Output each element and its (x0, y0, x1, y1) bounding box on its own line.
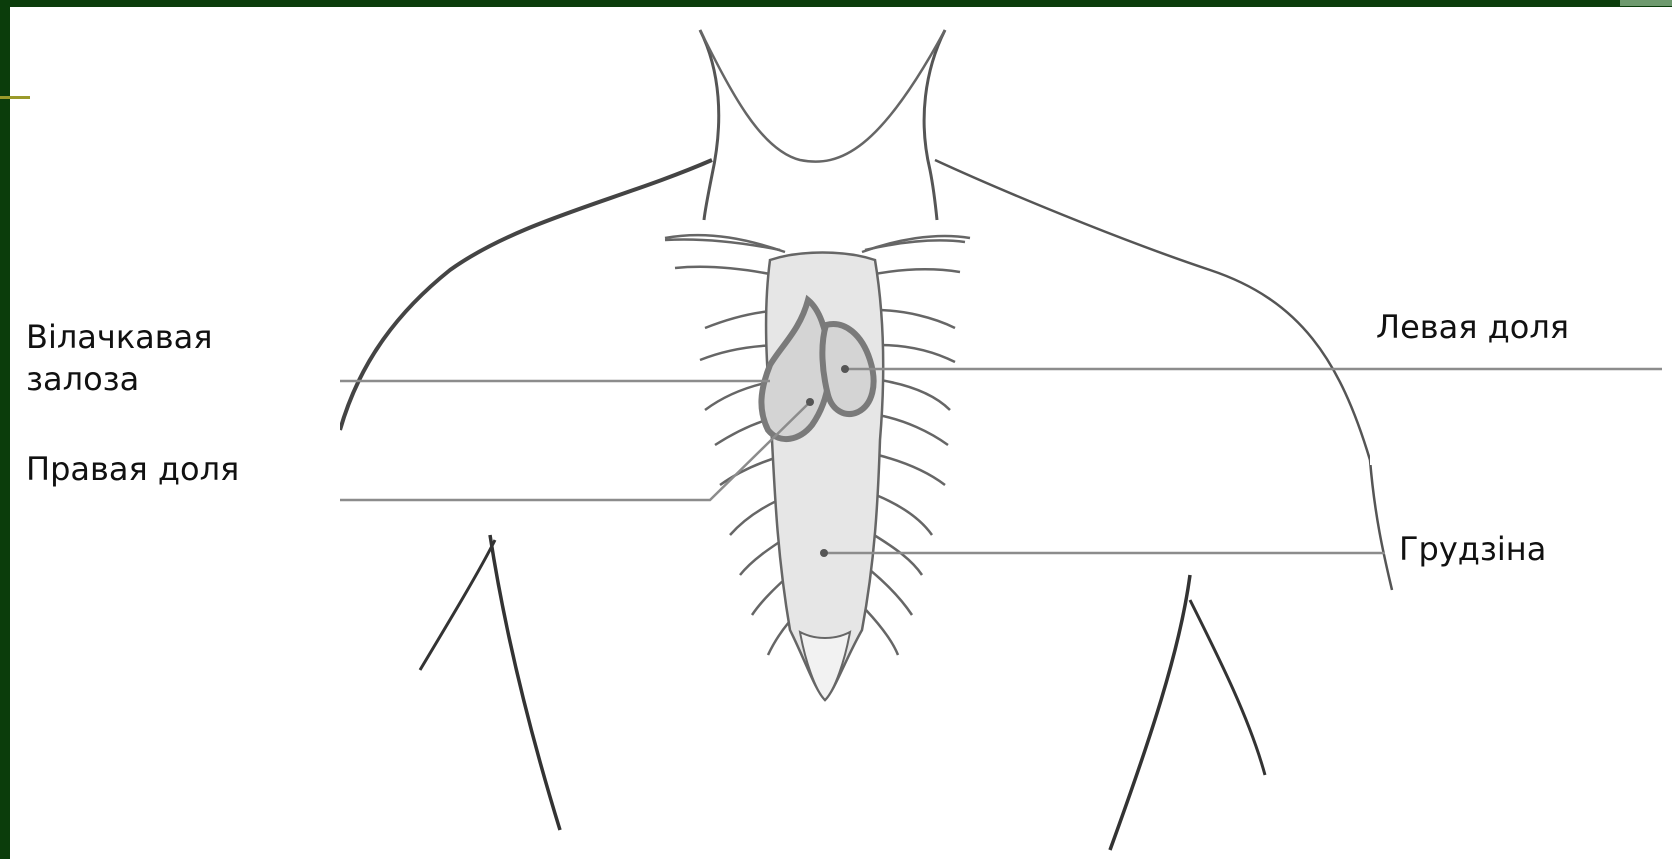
left-arm-line (490, 535, 560, 830)
right-clavicle (862, 236, 970, 252)
right-shoulder-outline (935, 160, 1392, 590)
neck-notch (700, 30, 945, 162)
pointer-dot-right-lobe (806, 398, 814, 406)
pointer-dot-sternum (820, 549, 828, 557)
left-pectoral-line (420, 540, 495, 670)
sternum-body (766, 253, 883, 701)
label-right-lobe: Правая доля (26, 448, 239, 490)
right-arm-line (1110, 575, 1190, 850)
left-clavicle (665, 235, 785, 252)
pointer-dot-left-lobe (841, 365, 849, 373)
label-sternum: Грудзіна (1399, 528, 1546, 570)
right-pectoral-line (1190, 600, 1265, 775)
label-left-lobe: Левая доля (1376, 306, 1569, 348)
leader-line-right-lobe (340, 402, 810, 500)
label-thymus: Вілачкавая залоза (26, 316, 326, 400)
neck-outline-right (924, 30, 945, 220)
left-shoulder-outline (340, 160, 712, 430)
xiphoid-process (800, 632, 850, 700)
